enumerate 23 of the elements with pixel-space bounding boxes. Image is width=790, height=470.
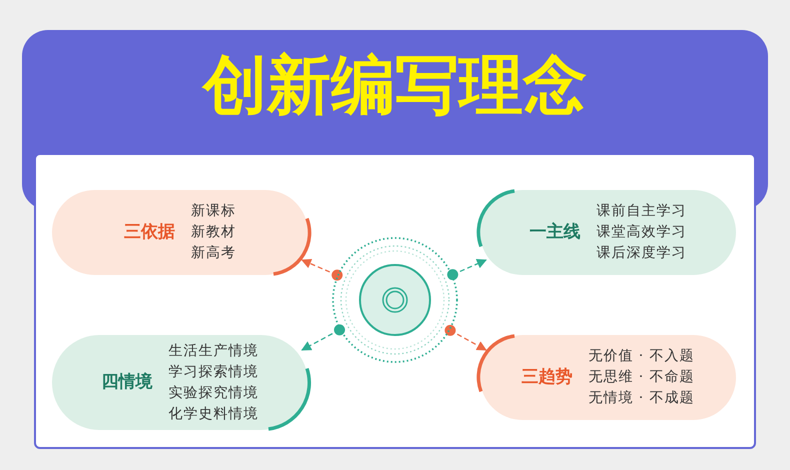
arrow: [444, 324, 487, 351]
arrow: [301, 258, 343, 281]
title: 创新编写理念: [200, 48, 588, 125]
pill-heading: 四情境: [102, 370, 152, 394]
pill-heading: 三趋势: [521, 366, 572, 389]
list-item: 实验探究情境: [168, 384, 258, 402]
list-item: 新课标: [191, 202, 236, 221]
arrow: [301, 324, 345, 351]
list-item: 新教材: [191, 223, 236, 242]
list-item: 课后深度学习: [596, 244, 686, 263]
arrow: [447, 259, 487, 280]
list-item: 无情境 · 不成题: [588, 389, 695, 408]
list-item: 学习探索情境: [168, 362, 258, 382]
list-item: 课堂高效学习: [596, 223, 686, 242]
list-item: 生活生产情境: [168, 342, 258, 360]
list-item: 无价值 · 不入题: [588, 347, 695, 366]
list-item: 无思维 · 不命题: [588, 368, 695, 387]
pill-heading: 三依据: [124, 220, 175, 244]
pill-heading: 一主线: [530, 220, 580, 244]
list-item: 化学史料情境: [168, 404, 258, 424]
list-item: 课前自主学习: [596, 202, 686, 221]
list-item: 新高考: [191, 244, 236, 263]
concentric-circle-drawing: [332, 237, 458, 363]
